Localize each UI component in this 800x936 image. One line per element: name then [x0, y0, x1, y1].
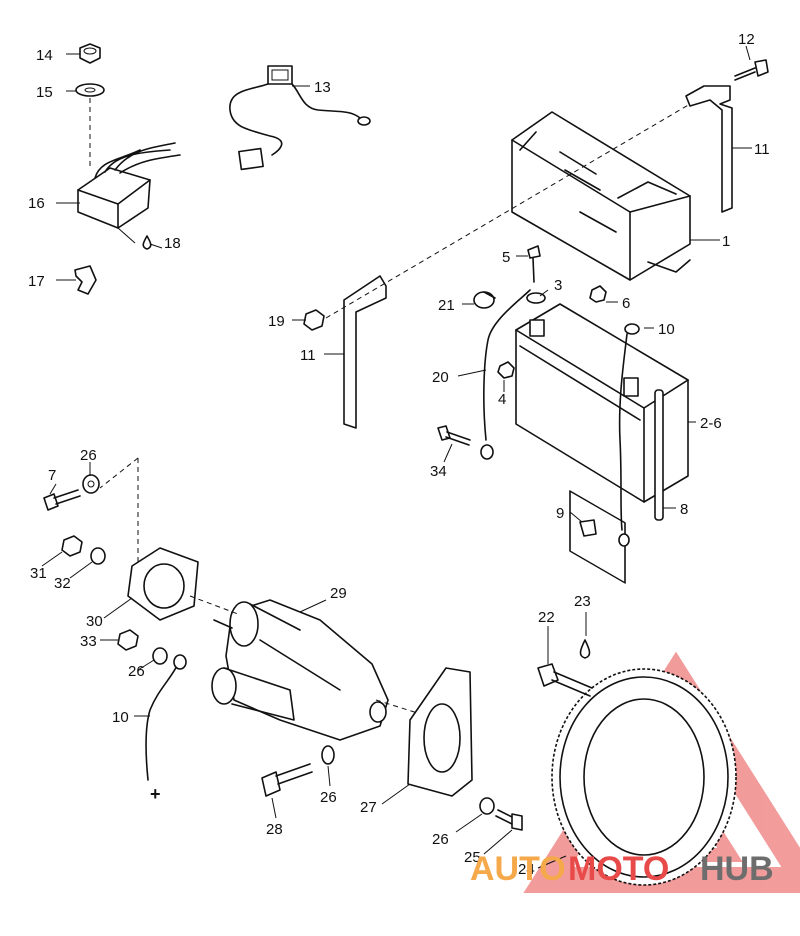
cable-10-starter [145, 654, 187, 781]
washer-15 [75, 83, 105, 97]
callout-25: 25 [464, 849, 481, 866]
nut-33 [117, 629, 139, 651]
cap-21 [473, 291, 496, 309]
washer-26-top [82, 474, 100, 494]
callout-4: 4 [498, 391, 506, 408]
nut-31 [61, 535, 83, 557]
clip-9 [579, 519, 597, 537]
callout-3: 3 [554, 277, 562, 294]
nut-14 [79, 43, 101, 64]
flange-27 [407, 667, 473, 797]
callout-19: 19 [268, 313, 285, 330]
callout-34: 34 [430, 463, 447, 480]
ring-gear-24 [551, 668, 737, 886]
callout-14: 14 [36, 47, 53, 64]
cable-10-battery [618, 323, 640, 547]
bolt-22 [537, 663, 593, 697]
callout-11-left: 11 [300, 347, 316, 364]
callout-labels: 14 15 16 17 18 13 12 11 1 19 11 5 3 21 6… [28, 31, 770, 878]
callout-23: 23 [574, 593, 591, 610]
bolt-12 [734, 59, 769, 81]
cap-6 [589, 285, 607, 303]
bolt-25 [495, 809, 523, 831]
watermark-text: AUTO MOTO HUB [470, 850, 774, 888]
callout-7: 7 [48, 467, 56, 484]
callout-5: 5 [502, 249, 510, 266]
callout-13: 13 [314, 79, 331, 96]
washer-26-mid [152, 647, 168, 665]
bracket-11-right [685, 85, 733, 213]
callout-26-right: 26 [432, 831, 449, 848]
callout-2-6: 2-6 [700, 415, 722, 432]
callout-20: 20 [432, 369, 449, 386]
flange-30 [127, 547, 199, 621]
callout-8: 8 [680, 501, 688, 518]
cable-20 [480, 289, 531, 460]
callout-28: 28 [266, 821, 283, 838]
callout-17: 17 [28, 273, 45, 290]
washer-26-right [479, 797, 495, 815]
starter-motor-29 [211, 599, 389, 741]
bracket-11-left [343, 275, 387, 429]
drop-18 [142, 235, 152, 250]
bolt-5 [527, 245, 541, 283]
callout-11-right: 11 [754, 141, 770, 158]
harness-13 [229, 65, 371, 171]
callout-29: 29 [330, 585, 347, 602]
watermark-auto: AUTO [470, 850, 566, 888]
washer-32 [90, 547, 106, 565]
callout-32: 32 [54, 575, 71, 592]
callout-1: 1 [722, 233, 730, 250]
callout-30: 30 [86, 613, 103, 630]
leader-lines [41, 45, 752, 869]
nut-19 [303, 309, 325, 331]
relay-box-16 [77, 142, 181, 229]
callout-26-mid: 26 [128, 663, 145, 680]
washer-26-low [321, 745, 335, 765]
callout-18: 18 [164, 235, 181, 252]
callout-31: 31 [30, 565, 47, 582]
clip-17 [74, 265, 97, 295]
tube-8 [654, 389, 664, 521]
callout-10-battery: 10 [658, 321, 675, 338]
callout-24: 24 [518, 861, 535, 878]
bolt-34 [437, 425, 471, 446]
callout-16: 16 [28, 195, 45, 212]
callout-22: 22 [538, 609, 555, 626]
watermark-moto: MOTO [568, 850, 669, 888]
callout-15: 15 [36, 84, 53, 101]
callout-10-starter: 10 [112, 709, 129, 726]
plus-terminal: + [150, 784, 161, 804]
callout-26-low: 26 [320, 789, 337, 806]
callout-21: 21 [438, 297, 455, 314]
nut-4 [497, 361, 515, 379]
callout-33: 33 [80, 633, 97, 650]
watermark-hub: HUB [700, 850, 774, 888]
callout-9: 9 [556, 505, 564, 522]
callout-26-top: 26 [80, 447, 97, 464]
callout-12: 12 [738, 31, 755, 48]
battery-2-6 [515, 303, 689, 503]
drop-23 [579, 639, 591, 659]
battery-box-1 [511, 111, 691, 584]
callout-6: 6 [622, 295, 630, 312]
bolt-28 [261, 763, 313, 797]
bolt-7 [43, 489, 81, 511]
callout-27: 27 [360, 799, 377, 816]
